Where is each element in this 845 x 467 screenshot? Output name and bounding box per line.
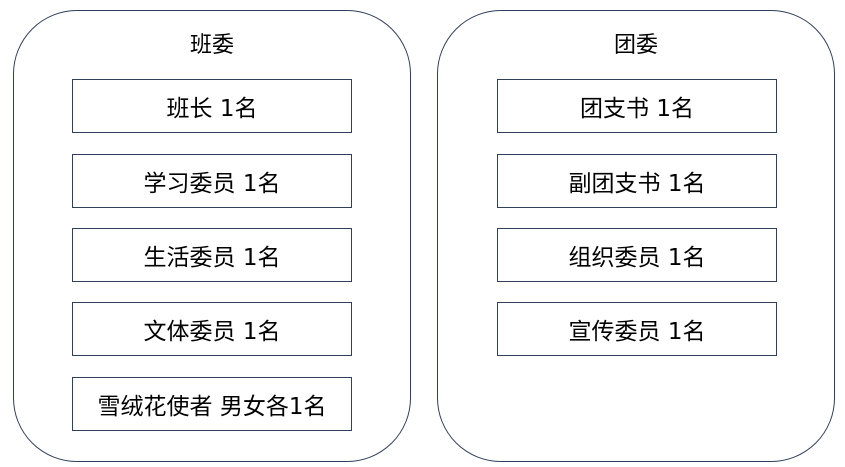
class-role-monitor: 班长 1名 — [72, 79, 352, 133]
class-role-snowflake-envoy: 雪绒花使者 男女各1名 — [72, 377, 352, 431]
league-committee-title: 团委 — [613, 33, 658, 58]
league-role-deputy-secretary: 副团支书 1名 — [497, 154, 777, 208]
class-role-arts-sports: 文体委员 1名 — [72, 302, 352, 356]
class-role-study: 学习委员 1名 — [72, 154, 352, 208]
class-role-life: 生活委员 1名 — [72, 228, 352, 282]
league-role-publicity: 宣传委员 1名 — [497, 302, 777, 356]
class-committee-title: 班委 — [189, 33, 234, 58]
league-role-organization: 组织委员 1名 — [497, 228, 777, 282]
league-role-secretary: 团支书 1名 — [497, 79, 777, 133]
